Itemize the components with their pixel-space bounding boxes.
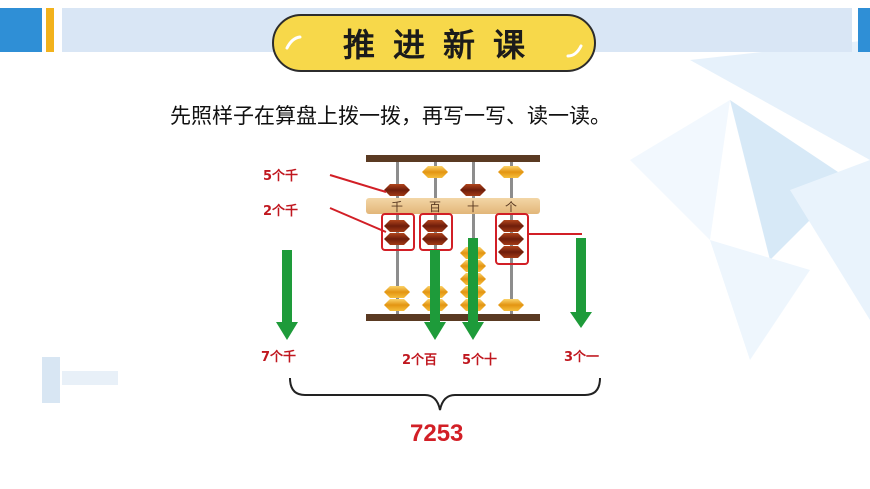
column-label-thousands: 千	[391, 200, 403, 214]
label-upper-thousands: 5个千	[263, 169, 299, 184]
section-title-banner: 推进新课	[272, 14, 596, 72]
sparkle-icon	[285, 35, 302, 50]
sparkle-icon	[566, 44, 583, 58]
column-label-tens: 十	[467, 200, 479, 214]
instruction-text: 先照样子在算盘上拨一拨，再写一写、读一读。	[170, 104, 611, 128]
green-arrows	[276, 238, 592, 340]
pointer-line	[329, 207, 387, 233]
page-title: 推进新课	[342, 26, 543, 64]
highlight-box	[381, 213, 415, 251]
bead	[460, 184, 486, 196]
watermark-logo	[42, 357, 118, 403]
column-label-ones: 个	[505, 200, 517, 214]
abacus-beam	[366, 198, 540, 214]
pointer-line	[329, 174, 387, 193]
bead	[498, 166, 524, 178]
bead	[422, 166, 448, 178]
bead	[384, 184, 410, 196]
header-bar-accent	[46, 8, 54, 52]
label-lower-thousands: 2个千	[263, 204, 299, 219]
label-hundreds: 2个百	[402, 353, 438, 368]
label-ones: 3个一	[564, 350, 600, 365]
answer-number: 7253	[410, 420, 464, 447]
abacus-bottom-bar	[366, 314, 540, 321]
label-tens: 5个十	[462, 353, 498, 368]
highlight-box	[495, 213, 529, 265]
lower-beads-active	[384, 220, 524, 258]
header-bar-block-right	[858, 8, 870, 52]
brace	[289, 377, 601, 411]
label-thousands: 7个千	[261, 350, 297, 365]
upper-beads	[384, 166, 524, 196]
header-bar-block-left	[0, 8, 42, 52]
column-label-hundreds: 百	[429, 200, 441, 214]
background-decoration	[630, 40, 870, 360]
abacus-top-bar	[366, 155, 540, 162]
